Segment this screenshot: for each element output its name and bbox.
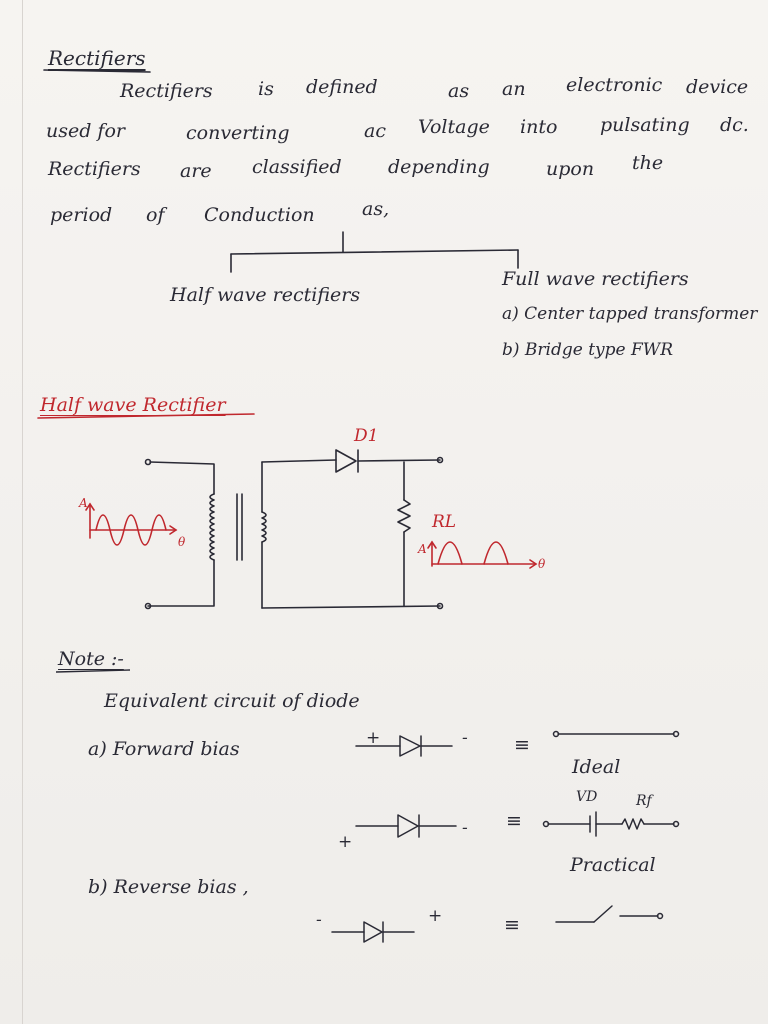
input-axis-a: A xyxy=(79,496,88,510)
intro-word: of xyxy=(146,204,165,226)
ideal-short-equivalent xyxy=(552,730,680,738)
output-axis-a: A xyxy=(418,542,427,556)
output-waveform xyxy=(427,540,538,569)
intro-word: device xyxy=(686,76,749,98)
reverse-minus: - xyxy=(316,910,322,930)
intro-word: dc. xyxy=(720,114,749,136)
transformer-secondary xyxy=(261,461,267,609)
forward-practical-diode xyxy=(355,814,457,838)
forward-ideal-minus: - xyxy=(462,728,468,748)
input-axis-theta: θ xyxy=(178,535,186,549)
equiv-sign: ≡ xyxy=(514,734,530,756)
intro-word: Rectifiers xyxy=(48,158,141,180)
load-label: RL xyxy=(432,512,457,532)
diode-d1 xyxy=(335,449,359,473)
forward-bias-label: a) Forward bias xyxy=(88,738,240,760)
margin-line xyxy=(22,0,23,1024)
intro-word: into xyxy=(520,116,558,138)
equiv-sign: ≡ xyxy=(504,914,520,936)
forward-practical-minus: - xyxy=(462,818,468,838)
transformer-primary xyxy=(147,461,215,607)
ideal-label: Ideal xyxy=(572,756,621,778)
output-terminal-bottom xyxy=(436,602,444,610)
intro-word: used for xyxy=(46,120,125,142)
section-underline xyxy=(37,413,255,419)
intro-word: Conduction xyxy=(204,204,315,226)
wire-top-left xyxy=(261,459,337,463)
heading-underline xyxy=(43,69,151,73)
intro-word: an xyxy=(502,78,526,100)
full-wave-item-b: b) Bridge type FWR xyxy=(502,340,674,360)
classification-tree xyxy=(230,231,519,273)
intro-word: depending xyxy=(388,156,490,178)
load-resistor xyxy=(397,499,411,533)
full-wave-label: Full wave rectifiers xyxy=(502,268,689,290)
reverse-diode xyxy=(331,921,415,943)
section-title-hwr: Half wave Rectifier xyxy=(40,394,226,416)
intro-word: upon xyxy=(546,158,595,180)
intro-word: electronic xyxy=(566,74,663,96)
intro-word: period xyxy=(50,204,113,226)
intro-word: Voltage xyxy=(418,116,490,138)
half-wave-label: Half wave rectifiers xyxy=(170,284,361,306)
note-underline xyxy=(55,669,131,673)
reverse-plus: + xyxy=(428,906,443,926)
output-terminal-top xyxy=(436,456,444,464)
intro-word: the xyxy=(632,152,664,174)
diode-label: D1 xyxy=(354,426,379,446)
practical-equivalent xyxy=(542,811,680,837)
intro-word: ac xyxy=(364,120,386,142)
page-heading: Rectifiers xyxy=(48,46,146,70)
intro-word: classified xyxy=(252,156,342,178)
intro-word: is xyxy=(258,78,274,100)
vd-label: VD xyxy=(576,789,598,805)
intro-word: defined xyxy=(306,76,378,98)
intro-word: Rectifiers xyxy=(120,80,213,102)
input-terminal-bottom xyxy=(144,602,152,610)
input-terminal-top xyxy=(144,458,152,466)
forward-practical-plus: + xyxy=(338,832,353,852)
rf-label: Rf xyxy=(636,793,652,809)
wire-bottom xyxy=(261,605,441,609)
intro-word: as, xyxy=(362,198,390,220)
input-waveform xyxy=(85,502,178,546)
intro-word: pulsating xyxy=(600,114,690,136)
reverse-bias-label: b) Reverse bias , xyxy=(88,876,249,898)
equiv-sign: ≡ xyxy=(506,810,522,832)
note-title: Note :- xyxy=(58,648,124,670)
intro-word: as xyxy=(448,80,470,102)
open-switch-equivalent xyxy=(555,905,664,923)
intro-word: are xyxy=(180,160,212,182)
wire-top-right xyxy=(357,459,441,462)
intro-word: converting xyxy=(186,122,290,144)
forward-ideal-diode xyxy=(355,735,453,757)
full-wave-item-a: a) Center tapped transformer xyxy=(502,304,758,324)
practical-label: Practical xyxy=(570,854,656,876)
output-axis-theta: θ xyxy=(538,557,546,571)
equivalent-circuit-title: Equivalent circuit of diode xyxy=(104,690,360,712)
forward-ideal-plus: + xyxy=(366,728,381,748)
